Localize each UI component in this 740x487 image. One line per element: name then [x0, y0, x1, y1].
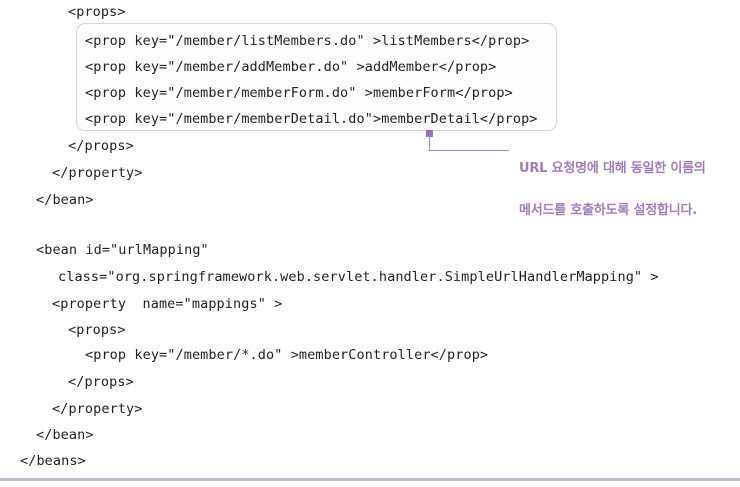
callout-vertical-line — [428, 134, 431, 151]
code-line: <property name="mappings" > — [52, 296, 283, 312]
annotation-line-2: 메서드를 호출하도록 설정합니다. — [519, 203, 698, 218]
code-line: </bean> — [36, 192, 94, 208]
code-line: </props> — [68, 374, 134, 390]
code-line: <prop key="/member/addMember.do" >addMem… — [85, 59, 497, 75]
page-bottom-rule — [0, 478, 740, 481]
code-line: </property> — [52, 165, 143, 181]
code-line: </props> — [68, 138, 134, 154]
code-line: <prop key="/member/memberDetail.do">memb… — [85, 111, 538, 127]
code-line: </beans> — [20, 453, 86, 469]
code-block: <props> <prop key="/member/listMembers.d… — [20, 4, 659, 469]
code-line: <props> — [68, 322, 126, 338]
annotation-line-1: URL 요청명에 대해 동일한 이름의 — [519, 161, 706, 176]
callout-leader-line — [426, 130, 510, 154]
code-line: <prop key="/member/listMembers.do" >list… — [85, 33, 530, 49]
code-line: <prop key="/member/*.do" >memberControll… — [85, 347, 489, 363]
code-line: <prop key="/member/memberForm.do" >membe… — [85, 85, 513, 101]
code-line: </bean> — [36, 427, 94, 443]
code-line: <props> — [68, 4, 126, 20]
callout-anchor-dot — [426, 130, 433, 137]
code-line: <bean id="urlMapping" — [36, 242, 209, 258]
callout-annotation-text: URL 요청명에 대해 동일한 이름의 메서드를 호출하도록 설정합니다. — [519, 137, 734, 242]
code-line: </property> — [52, 401, 143, 417]
code-line: class="org.springframework.web.servlet.h… — [58, 269, 659, 285]
code-highlight-box — [76, 23, 557, 131]
callout-horizontal-line — [428, 149, 509, 152]
